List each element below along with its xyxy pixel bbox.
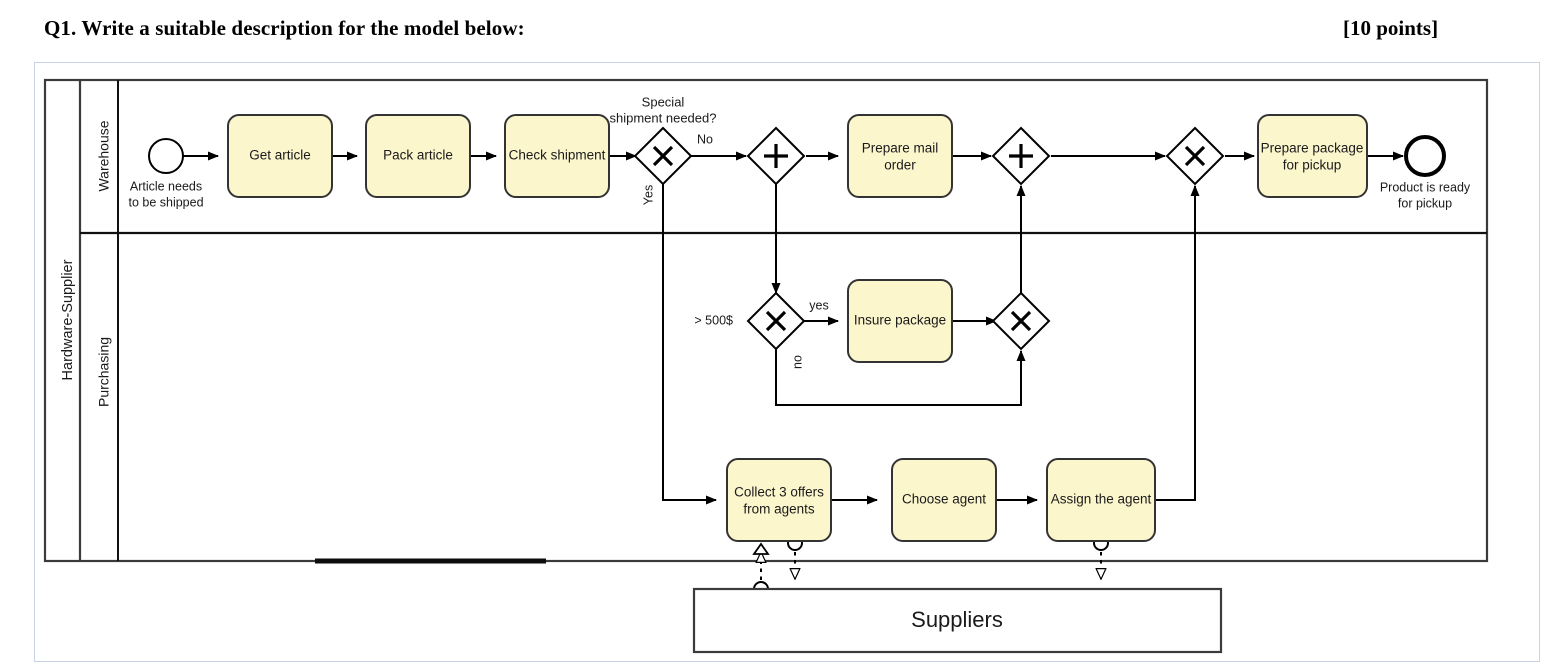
task-label-prepare-package-2: for pickup xyxy=(1283,158,1342,173)
gateway-parallel-split[interactable] xyxy=(746,126,806,186)
pool-hardware-supplier: Hardware-Supplier Warehouse Purchasing xyxy=(43,78,1489,564)
pool-label-suppliers: Suppliers xyxy=(911,607,1003,632)
flow-label-no-lower: no xyxy=(790,355,804,369)
parallel-plus-icon xyxy=(1009,144,1033,168)
flow-label-no-upper: No xyxy=(697,132,713,146)
event-label-start-2: to be shipped xyxy=(128,195,203,209)
parallel-plus-icon xyxy=(764,144,788,168)
gateway-parallel-join[interactable] xyxy=(991,126,1051,186)
gateway-value-over-500[interactable] xyxy=(746,291,806,351)
lane-label-purchasing: Purchasing xyxy=(96,337,112,407)
points-badge: [10 points] xyxy=(1343,16,1439,40)
task-label-assign-agent: Assign the agent xyxy=(1051,492,1152,507)
task-label-collect-offers-2: from agents xyxy=(743,502,815,517)
flow-assign-to-xor-join xyxy=(1155,185,1200,501)
gateway-label-special-1: Special xyxy=(642,94,685,109)
exclusive-x-icon xyxy=(765,310,787,332)
task-label-prepare-package-1: Prepare package xyxy=(1261,141,1364,156)
event-label-end-2: for pickup xyxy=(1398,196,1452,210)
pool-suppliers[interactable]: Suppliers xyxy=(692,587,1223,654)
task-insure-package[interactable]: Insure package xyxy=(847,279,953,363)
gateway-label-special-2: shipment needed? xyxy=(610,110,717,125)
task-assign-the-agent[interactable]: Assign the agent xyxy=(1046,458,1156,542)
event-label-end-1: Product is ready xyxy=(1380,180,1471,194)
flow-label-yes-upper: Yes xyxy=(641,185,655,205)
flow-yes-to-collect-offers xyxy=(662,183,717,505)
event-end-product-ready[interactable]: Product is ready for pickup xyxy=(1380,135,1471,210)
task-label-get-article: Get article xyxy=(249,148,311,163)
flow-no-to-value-join xyxy=(775,349,1026,406)
task-pack-article[interactable]: Pack article xyxy=(365,114,471,198)
gateway-label-value-condition: > 500$ xyxy=(694,313,733,327)
tasks: Get article Pack article Check shipment … xyxy=(227,114,1368,542)
task-collect-3-offers-from-agents[interactable]: Collect 3 offers from agents xyxy=(726,458,832,542)
task-label-insure-package: Insure package xyxy=(854,313,946,328)
exclusive-x-icon xyxy=(1184,145,1206,167)
event-label-start-1: Article needs xyxy=(130,179,202,193)
task-label-choose-agent: Choose agent xyxy=(902,492,986,507)
task-label-prepare-mail-order-2: order xyxy=(884,158,916,173)
message-target-triangle-collect xyxy=(752,542,770,555)
exclusive-x-icon xyxy=(652,145,674,167)
gateway-special-join[interactable] xyxy=(1165,126,1225,186)
flow-labels: Special shipment needed? No Yes > 500$ y… xyxy=(610,94,829,369)
sequence-flows xyxy=(182,151,1404,505)
task-label-check-shipment: Check shipment xyxy=(509,148,606,163)
message-flows xyxy=(761,552,1101,588)
event-start-article-needs-shipping[interactable]: Article needs to be shipped xyxy=(128,138,204,209)
gateways xyxy=(633,126,1225,351)
gateway-special-shipment-needed[interactable] xyxy=(633,126,693,186)
task-label-collect-offers-1: Collect 3 offers xyxy=(734,485,824,500)
gateway-value-join[interactable] xyxy=(991,291,1051,351)
flow-label-yes-lower: yes xyxy=(809,298,828,312)
exclusive-x-icon xyxy=(1010,310,1032,332)
task-get-article[interactable]: Get article xyxy=(227,114,333,198)
task-label-pack-article: Pack article xyxy=(383,148,453,163)
task-check-shipment[interactable]: Check shipment xyxy=(504,114,610,198)
task-choose-agent[interactable]: Choose agent xyxy=(891,458,997,542)
pool-label-hardware-supplier: Hardware-Supplier xyxy=(60,259,76,380)
question-header: Q1. Write a suitable description for the… xyxy=(0,0,1562,58)
task-label-prepare-mail-order-1: Prepare mail xyxy=(862,141,939,156)
task-prepare-package-for-pickup[interactable]: Prepare package for pickup xyxy=(1257,114,1368,198)
lane-label-warehouse: Warehouse xyxy=(96,120,112,191)
events: Article needs to be shipped Product is r… xyxy=(128,135,1471,210)
task-prepare-mail-order[interactable]: Prepare mail order xyxy=(847,114,953,198)
message-flow-endpoints xyxy=(752,535,1109,597)
page-title: Q1. Write a suitable description for the… xyxy=(44,16,525,40)
